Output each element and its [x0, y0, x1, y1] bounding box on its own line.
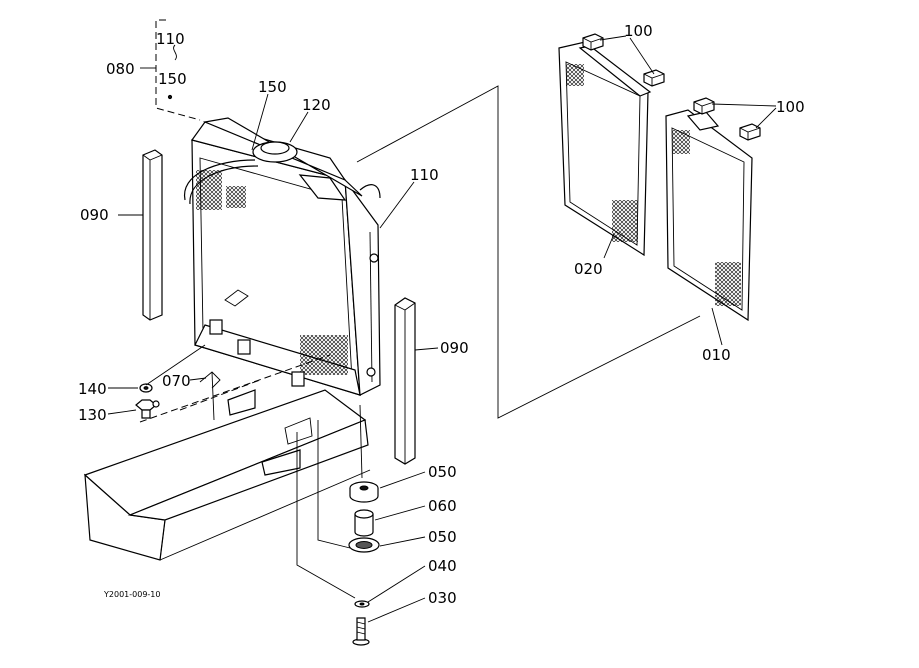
- rubber-strip-right: [394, 297, 416, 465]
- label-040: 040: [428, 557, 457, 575]
- label-110: 110: [410, 166, 439, 184]
- rubber-strip-left: [142, 149, 163, 321]
- pad-100-c: [693, 97, 715, 115]
- label-030: 030: [428, 589, 457, 607]
- pad-100-b: [643, 69, 665, 87]
- label-010: 010: [702, 346, 731, 364]
- label-060: 060: [428, 497, 457, 515]
- label-070: 070: [162, 372, 191, 390]
- label-090-right: 090: [440, 339, 469, 357]
- bracket-080: [140, 19, 201, 121]
- bolt-030: [352, 617, 370, 646]
- label-110-top: 110: [156, 30, 185, 48]
- label-020: 020: [574, 260, 603, 278]
- label-080: 080: [106, 60, 135, 78]
- label-140: 140: [78, 380, 107, 398]
- radiator-core: [184, 117, 381, 396]
- spacer-060: [354, 509, 374, 537]
- label-100-top: 100: [624, 22, 653, 40]
- label-100-right: 100: [776, 98, 805, 116]
- label-130: 130: [78, 406, 107, 424]
- label-050-lower: 050: [428, 528, 457, 546]
- screen-020: [558, 41, 652, 257]
- screen-010: [665, 109, 753, 322]
- label-150: 150: [258, 78, 287, 96]
- pad-100-d: [739, 123, 761, 141]
- label-120: 120: [302, 96, 331, 114]
- base-frame: [83, 354, 371, 561]
- leader-lines: [107, 35, 777, 623]
- washer-140: [139, 383, 153, 393]
- label-150-top: 150: [158, 70, 187, 88]
- pad-100-a: [582, 33, 604, 51]
- rubber-mount-upper: [349, 481, 379, 503]
- wing-nut-130: [135, 399, 160, 419]
- label-090-left: 090: [80, 206, 109, 224]
- rubber-mount-lower: [348, 537, 380, 553]
- washer-040: [354, 600, 370, 608]
- figure-code: Y2001-009-10: [103, 590, 160, 599]
- label-050-upper: 050: [428, 463, 457, 481]
